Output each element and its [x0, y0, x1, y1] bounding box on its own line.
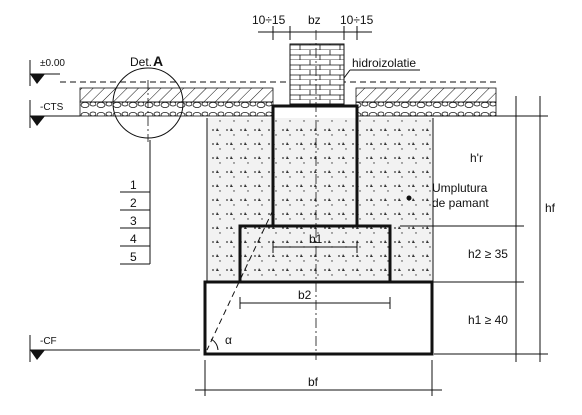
level-cf-label: -CF [40, 336, 57, 347]
b2-dimension [239, 297, 391, 309]
detail-letter: A [153, 53, 163, 69]
level-cts-label: -CTS [40, 102, 64, 113]
b2-label: b2 [298, 288, 312, 302]
layer-2-label: 2 [130, 196, 137, 210]
hr-label: h'r [470, 151, 483, 165]
detail-label: Det. [130, 55, 152, 69]
level-zero-label: ±0.00 [40, 58, 65, 69]
level-marker-cts [29, 100, 80, 128]
umplutura-label-1: Umplutura [432, 181, 488, 195]
dim-left-label: 10÷15 [252, 13, 286, 27]
hf-label: hf [545, 201, 556, 215]
brick-wall [289, 43, 345, 105]
backfill-soil [206, 118, 434, 282]
layer-4-label: 4 [130, 232, 137, 246]
floor-slab [60, 81, 500, 117]
umplutura-label-2: de pamant [432, 196, 489, 210]
dim-bz-label: bz [308, 13, 321, 27]
top-dimension [258, 26, 372, 40]
layer-5-label: 5 [130, 250, 137, 264]
level-marker-zero [29, 60, 60, 86]
foundation-body [203, 30, 434, 360]
layer-callout-lines [120, 140, 151, 265]
hidroizolatie-label: hidroizolatie [352, 56, 416, 70]
bf-dimension [195, 360, 442, 396]
alpha-label: α [225, 333, 232, 347]
level-marker-cf [29, 335, 200, 362]
b1-label: b1 [309, 232, 323, 246]
right-dimensions [400, 96, 548, 362]
h2-label: h2 ≥ 35 [468, 247, 508, 261]
h1-label: h1 ≥ 40 [468, 313, 508, 327]
layer-3-label: 3 [130, 214, 137, 228]
load-spread-line [206, 209, 274, 351]
bf-label: bf [308, 375, 319, 389]
b1-dimension [272, 241, 358, 253]
layer-1-label: 1 [130, 178, 137, 192]
dim-right-label: 10÷15 [340, 13, 374, 27]
detail-a-marker [112, 67, 184, 142]
backfill-callout-dot [406, 195, 412, 201]
